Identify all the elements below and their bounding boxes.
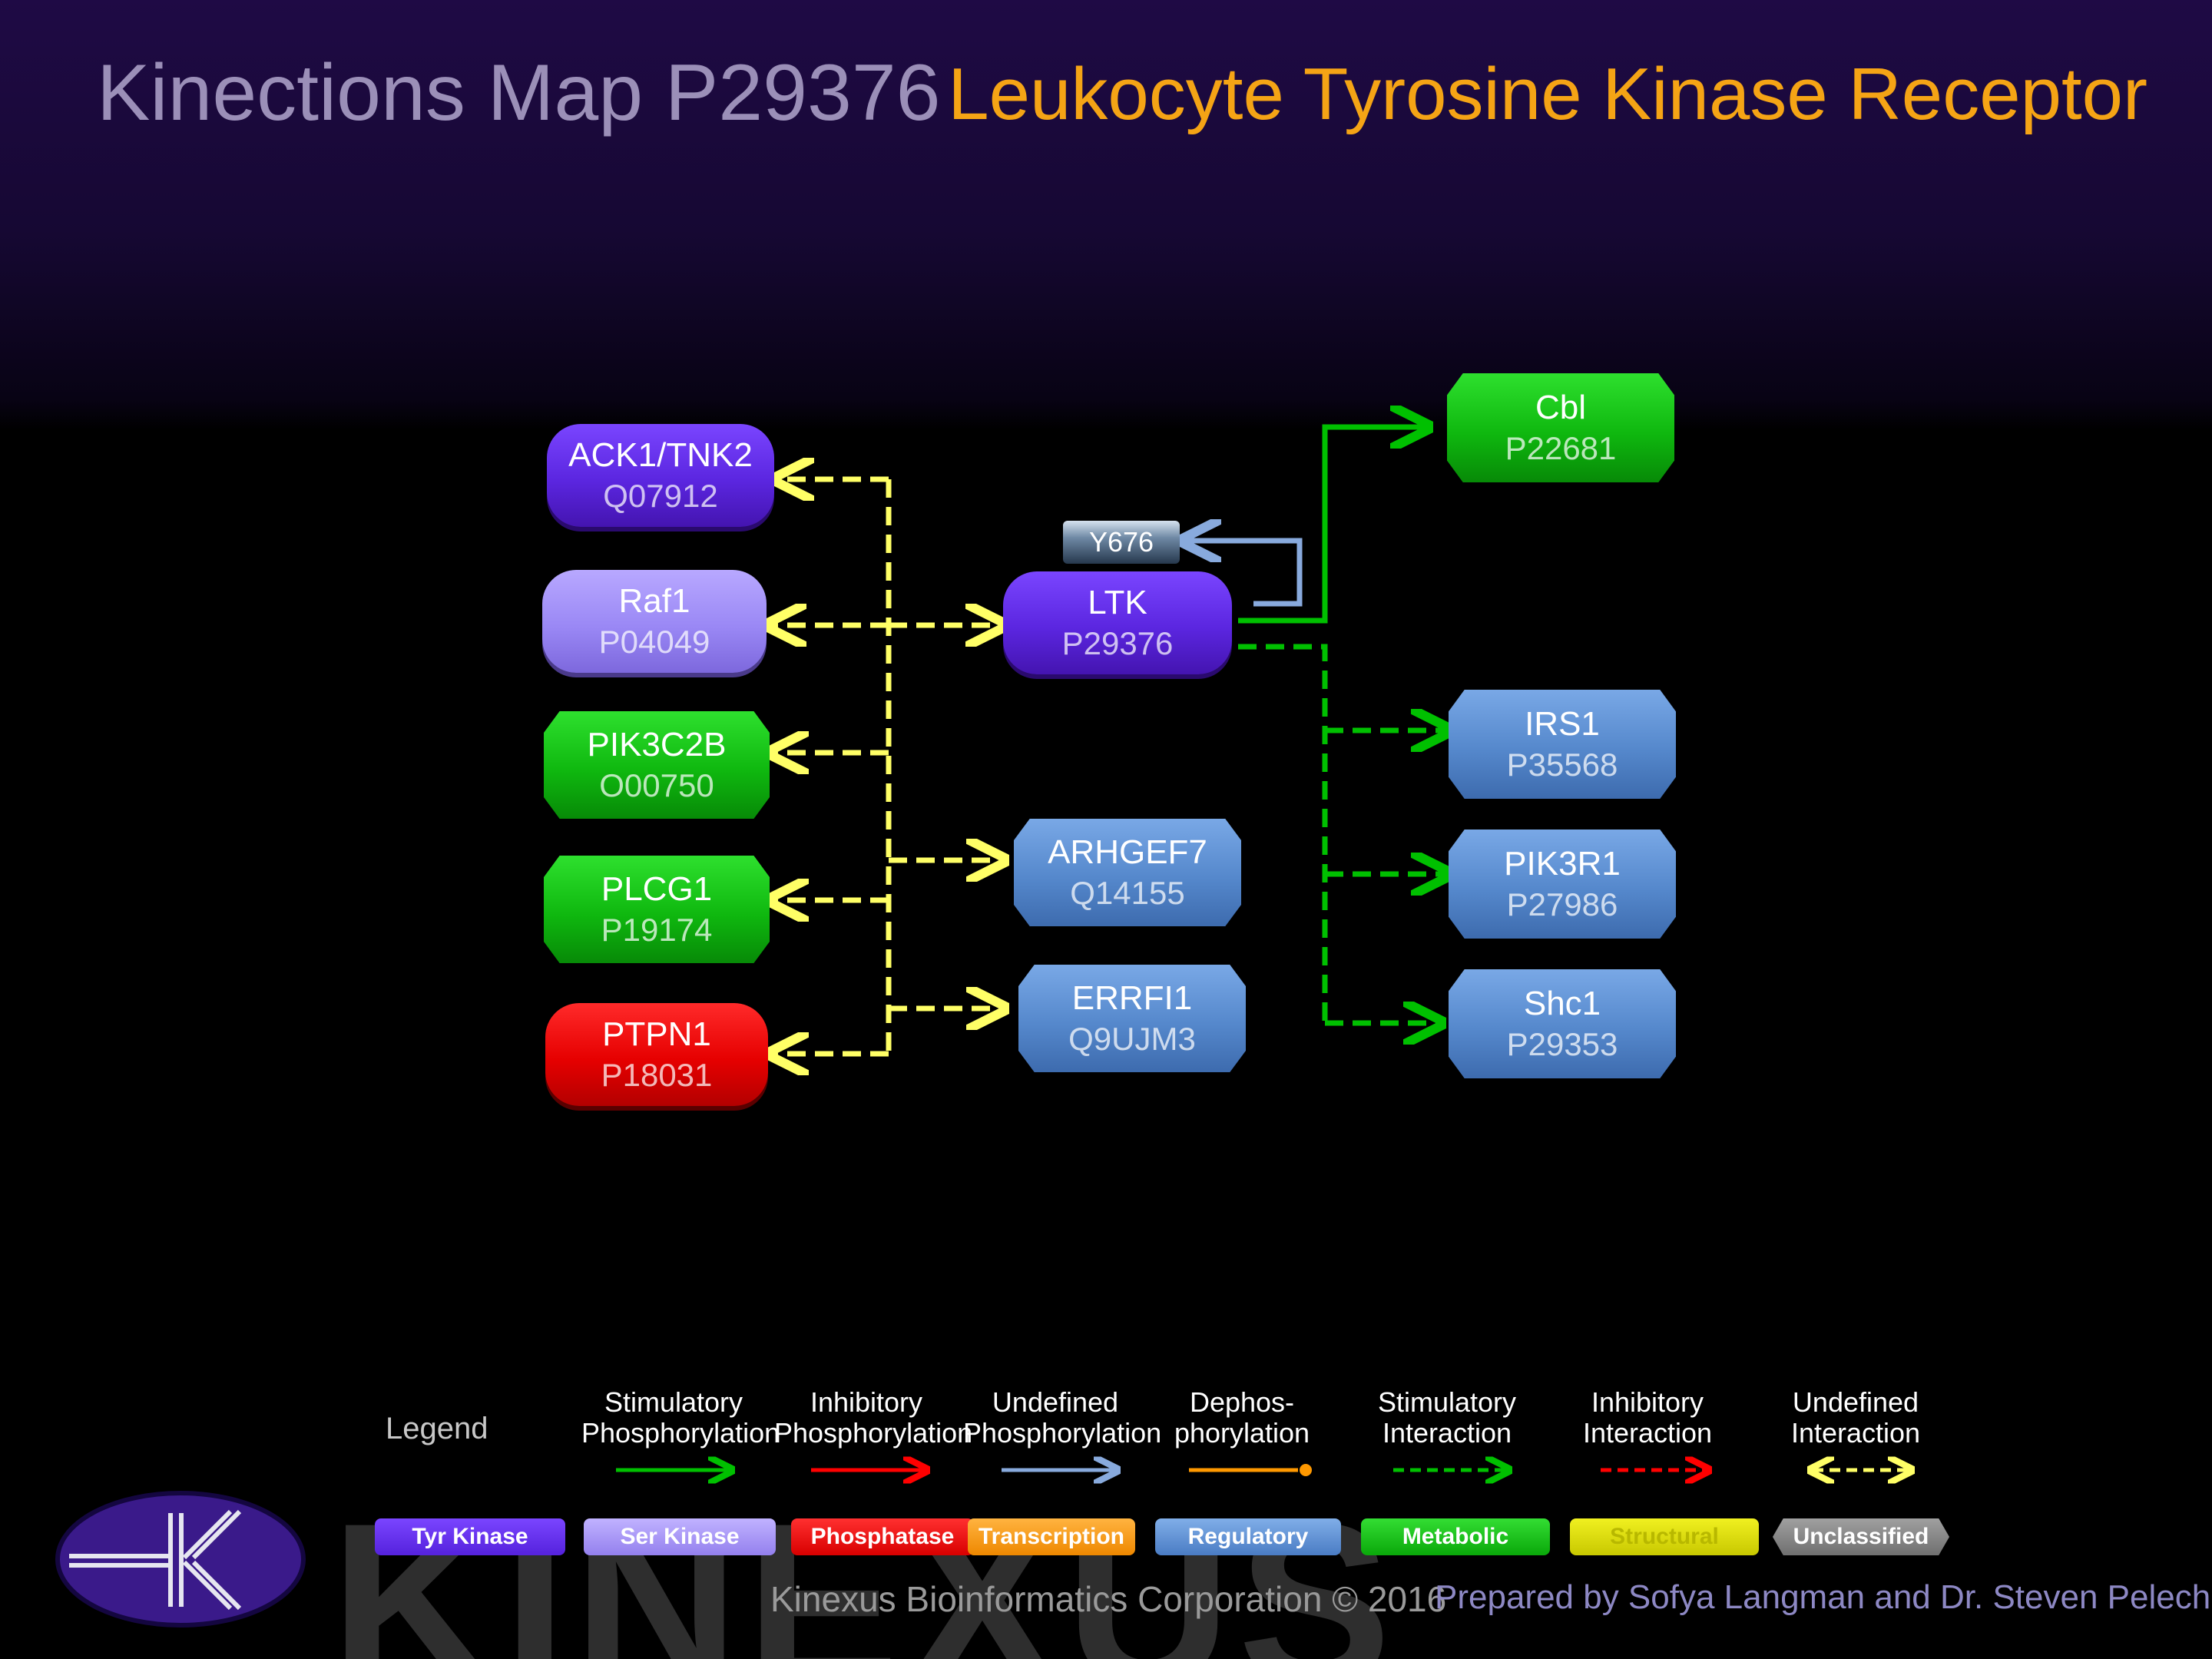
- node-uniprot-id: Q07912: [603, 478, 718, 515]
- legend-category-unclassified: Unclassified: [1773, 1518, 1949, 1555]
- node-pik3c2b[interactable]: PIK3C2B O00750: [544, 711, 770, 819]
- node-raf1[interactable]: Raf1 P04049: [542, 570, 767, 673]
- node-uniprot-id: Q14155: [1070, 875, 1185, 912]
- node-name: PLCG1: [601, 870, 713, 909]
- legend-dephosphorylation-dot: [1300, 1464, 1312, 1476]
- node-pik3r1[interactable]: PIK3R1 P27986: [1449, 830, 1676, 939]
- kinexus-logo: [55, 1491, 306, 1628]
- node-uniprot-id: O00750: [599, 767, 714, 804]
- node-uniprot-id: P22681: [1505, 430, 1617, 467]
- node-uniprot-id: P19174: [601, 912, 713, 949]
- node-uniprot-id: Q9UJM3: [1068, 1021, 1196, 1058]
- node-ptpn1[interactable]: PTPN1 P18031: [545, 1003, 768, 1106]
- legend-category-phosphatase: Phosphatase: [791, 1518, 974, 1555]
- node-name: Raf1: [618, 582, 690, 621]
- autophosphorylation-arrow: [1187, 541, 1303, 607]
- node-name: ERRFI1: [1071, 979, 1193, 1018]
- map-title: Kinections Map P29376: [97, 48, 941, 137]
- node-uniprot-id: P18031: [601, 1057, 713, 1094]
- node-uniprot-id: P29376: [1061, 625, 1174, 662]
- stimulatory-phosphorylation-cbl: [1238, 427, 1425, 624]
- legend-category-ser-kinase: Ser Kinase: [584, 1518, 776, 1555]
- node-uniprot-id: P27986: [1506, 886, 1618, 923]
- node-uniprot-id: P35568: [1506, 747, 1618, 783]
- legend-category-metabolic: Metabolic: [1361, 1518, 1550, 1555]
- protein-name-title: Leukocyte Tyrosine Kinase Receptor: [948, 53, 2147, 135]
- legend-category-regulatory: Regulatory: [1155, 1518, 1341, 1555]
- node-name: PIK3C2B: [587, 726, 727, 764]
- stimulatory-interaction-trunk: [1238, 644, 1328, 1023]
- node-irs1[interactable]: IRS1 P35568: [1449, 690, 1676, 799]
- node-arhgef7[interactable]: ARHGEF7 Q14155: [1014, 819, 1241, 926]
- copyright-text: Kinexus Bioinformatics Corporation © 201…: [770, 1579, 1447, 1619]
- kinexus-watermark: KINEXUS: [330, 1475, 1398, 1659]
- node-ack1-tnk2[interactable]: ACK1/TNK2 Q07912: [547, 424, 774, 527]
- node-name: ARHGEF7: [1048, 833, 1207, 872]
- node-name: IRS1: [1525, 705, 1600, 743]
- legend-category-tyr-kinase: Tyr Kinase: [375, 1518, 565, 1555]
- node-uniprot-id: P29353: [1506, 1026, 1618, 1063]
- legend-label-dephosphorylation: Dephos-phorylation: [1174, 1386, 1310, 1449]
- node-ltk[interactable]: LTK P29376: [1003, 571, 1232, 674]
- node-uniprot-id: P04049: [598, 624, 710, 661]
- node-name: PTPN1: [602, 1015, 711, 1054]
- node-name: ACK1/TNK2: [568, 436, 753, 475]
- credits-text: Prepared by Sofya Langman and Dr. Steven…: [1435, 1578, 2211, 1616]
- node-name: Shc1: [1523, 985, 1601, 1023]
- node-cbl[interactable]: Cbl P22681: [1447, 373, 1674, 482]
- node-shc1[interactable]: Shc1 P29353: [1449, 969, 1676, 1078]
- legend-title: Legend: [386, 1412, 488, 1445]
- node-name: Cbl: [1535, 389, 1587, 427]
- legend-category-transcription: Transcription: [968, 1518, 1135, 1555]
- node-name: PIK3R1: [1504, 845, 1621, 883]
- node-errfi1[interactable]: ERRFI1 Q9UJM3: [1018, 965, 1246, 1072]
- phosphosite-y676: Y676: [1063, 521, 1180, 564]
- node-name: LTK: [1088, 584, 1147, 622]
- node-plcg1[interactable]: PLCG1 P19174: [544, 856, 770, 963]
- legend-category-structural: Structural: [1570, 1518, 1759, 1555]
